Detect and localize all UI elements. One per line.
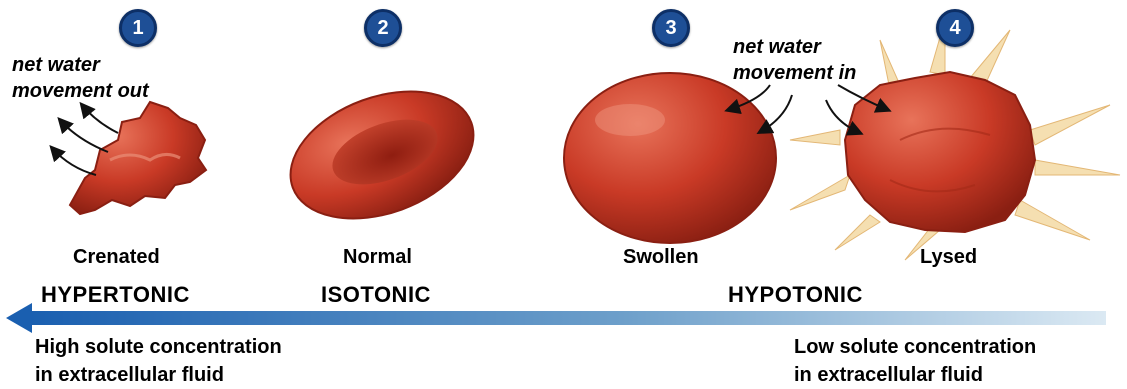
- low-solute-line2: in extracellular fluid: [794, 361, 1036, 389]
- high-solute-line2: in extracellular fluid: [35, 361, 282, 389]
- crenated-cell: [70, 102, 206, 214]
- annotation-in-line1: net water: [733, 34, 856, 60]
- label-swollen: Swollen: [623, 246, 699, 269]
- label-hypertonic: HYPERTONIC: [41, 282, 190, 308]
- step-2-badge: 2: [364, 9, 402, 47]
- annotation-out-line2: movement out: [12, 78, 149, 104]
- high-solute-note: High solute concentration in extracellul…: [35, 333, 282, 389]
- low-solute-line1: Low solute concentration: [794, 333, 1036, 361]
- annotation-water-in: net water movement in: [733, 34, 856, 86]
- annotation-in-line2: movement in: [733, 60, 856, 86]
- high-solute-line1: High solute concentration: [35, 333, 282, 361]
- low-solute-note: Low solute concentration in extracellula…: [794, 333, 1036, 389]
- step-1-badge: 1: [119, 9, 157, 47]
- label-normal: Normal: [343, 246, 412, 269]
- normal-cell: [273, 68, 491, 242]
- step-3-badge: 3: [652, 9, 690, 47]
- label-isotonic: ISOTONIC: [321, 282, 431, 308]
- annotation-water-out: net water movement out: [12, 52, 149, 104]
- annotation-out-line1: net water: [12, 52, 149, 78]
- label-hypotonic: HYPOTONIC: [728, 282, 863, 308]
- label-lysed: Lysed: [920, 246, 977, 269]
- swollen-cell: [564, 73, 776, 243]
- step-4-badge: 4: [936, 9, 974, 47]
- label-crenated: Crenated: [73, 246, 160, 269]
